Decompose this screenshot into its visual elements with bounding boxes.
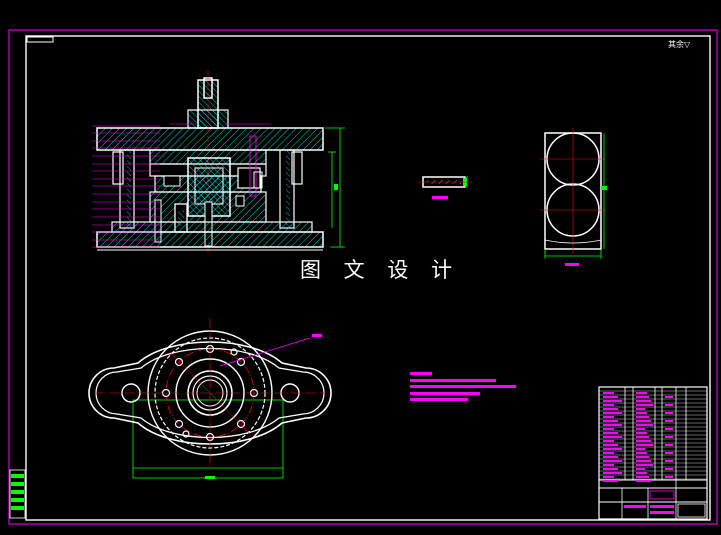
- title-block-entry: [603, 472, 622, 474]
- title-block-entry: [665, 420, 673, 422]
- title-block-entry: [636, 460, 651, 462]
- title-block: [598, 386, 708, 520]
- title-block-entry: [603, 392, 614, 394]
- title-block-entry: [665, 460, 673, 462]
- double-circle-view: [540, 128, 607, 266]
- title-block-entry: [636, 468, 645, 470]
- title-block-entry: [603, 444, 618, 446]
- title-block-entry: [603, 400, 622, 402]
- title-block-entry: [603, 456, 618, 458]
- title-block-entry: [636, 404, 653, 406]
- corner-mark: [26, 36, 54, 43]
- title-block-entry: [603, 460, 622, 462]
- title-block-entry: [603, 436, 622, 438]
- title-block-entry: [636, 436, 649, 438]
- title-block-entry: [636, 480, 651, 482]
- title-block-entry: [636, 432, 647, 434]
- title-block-entry: [665, 404, 673, 406]
- title-block-entry: [665, 428, 673, 430]
- margin-strip: [9, 469, 26, 519]
- title-block-entry: [603, 396, 618, 398]
- title-block-entry: [636, 448, 645, 450]
- title-block-entry: [603, 420, 618, 422]
- title-block-entry: [636, 464, 653, 466]
- title-block-entry: [603, 408, 618, 410]
- title-block-entry: [603, 464, 614, 466]
- title-block-entry: [636, 424, 653, 426]
- title-block-entry: [636, 412, 647, 414]
- title-block-entry: [603, 416, 614, 418]
- title-block-entry: [603, 428, 614, 430]
- outer-border: [8, 29, 718, 525]
- title-block-entry: [636, 476, 649, 478]
- watermark-text: 图 文 设 计: [300, 258, 461, 282]
- plan-view: [88, 318, 332, 479]
- title-block-entry: [636, 416, 649, 418]
- title-block-entry: [603, 440, 614, 442]
- title-block-entry: [603, 404, 614, 406]
- small-part-view: [418, 176, 472, 199]
- title-block-entry: [603, 412, 622, 414]
- title-block-entry: [636, 420, 651, 422]
- title-block-entry: [665, 396, 673, 398]
- title-block-entry: [603, 476, 614, 478]
- title-block-entry: [665, 412, 673, 414]
- title-block-entry: [636, 456, 649, 458]
- title-block-entry: [636, 472, 647, 474]
- title-block-entry: [665, 452, 673, 454]
- title-block-entry: [636, 452, 647, 454]
- title-block-entry: [603, 468, 618, 470]
- title-block-entry: [603, 432, 618, 434]
- title-block-entry: [665, 436, 673, 438]
- title-block-entry: [636, 392, 647, 394]
- title-block-entry: [636, 428, 645, 430]
- title-block-entry: [665, 476, 673, 478]
- title-block-entry: [665, 444, 673, 446]
- title-block-entry: [636, 408, 645, 410]
- title-block-entry: [636, 400, 651, 402]
- title-block-entry: [636, 396, 649, 398]
- title-block-entry: [603, 480, 618, 482]
- section-view: [92, 70, 345, 255]
- title-block-entry: [636, 444, 653, 446]
- title-block-entry: [603, 424, 622, 426]
- title-block-entry: [603, 452, 614, 454]
- inner-border: [25, 35, 711, 521]
- surface-finish-note: 其余▽: [668, 40, 691, 49]
- title-block-entry: [603, 448, 622, 450]
- technical-notes: [410, 372, 516, 401]
- title-block-entry: [636, 440, 651, 442]
- title-block-entry: [665, 468, 673, 470]
